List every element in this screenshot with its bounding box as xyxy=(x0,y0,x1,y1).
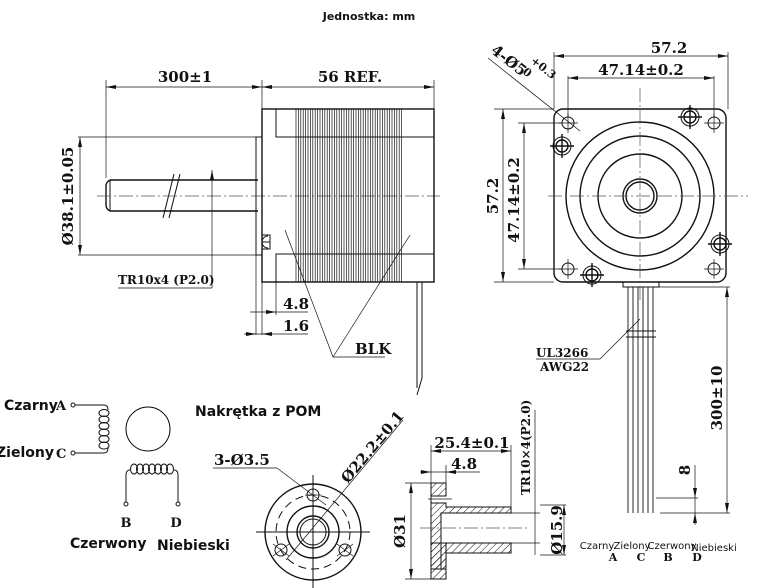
nut-hole xyxy=(336,543,354,557)
wire-letter: A xyxy=(608,551,618,564)
terminal-b xyxy=(123,501,129,507)
cable-type-line1: UL3266 xyxy=(536,346,588,360)
dim-1-6: 1.6 xyxy=(283,317,309,335)
schematic-letter-b: B xyxy=(121,516,132,531)
pom-nut: Nakrętka z POM 3-Ø3.5 Ø22.2±0.1 xyxy=(195,400,566,588)
coil-loop xyxy=(98,428,110,437)
wire-letter: D xyxy=(692,551,702,564)
coil-loop xyxy=(166,463,174,475)
nut-holes-label: 3-Ø3.5 xyxy=(214,451,270,469)
width-label: 57.2 xyxy=(651,39,688,57)
terminal-d xyxy=(175,501,181,507)
nut-flange-label: 4.8 xyxy=(451,455,477,473)
nut-pcd-label: Ø22.2±0.1 xyxy=(337,407,408,486)
screw-head xyxy=(550,134,574,158)
wiring-schematic: Czarny A Zielony C B D Czerwony Niebiesk… xyxy=(0,398,230,554)
shaft-length-dimension: 300±1 xyxy=(105,68,262,178)
wire-exit xyxy=(416,282,423,396)
coil-loop xyxy=(98,435,110,443)
coil-loop xyxy=(98,422,110,430)
wire-color-label: Czerwony xyxy=(647,541,696,552)
schematic-color-c: Zielony xyxy=(0,445,54,461)
blk-leader: BLK xyxy=(284,229,411,358)
terminal-a xyxy=(70,402,76,408)
wire-letter: C xyxy=(637,551,646,564)
lead-screw-shaft xyxy=(97,173,440,219)
nut-length-label: 25.4±0.1 xyxy=(434,434,509,452)
body-length-dimension: 56 REF. xyxy=(261,68,435,110)
schematic-color-a: Czarny xyxy=(4,398,58,414)
side-view: 300±1 56 REF. Ø38.1±0.05 xyxy=(59,68,440,396)
nut-title: Nakrętka z POM xyxy=(195,404,321,420)
wire-color-label: Niebieski xyxy=(691,543,736,554)
screw-head xyxy=(678,105,702,129)
diameter-dimension: Ø38.1±0.05 xyxy=(59,136,258,256)
cable-type-line2: AWG22 xyxy=(539,360,589,374)
coil-1 xyxy=(98,409,110,450)
blk-label: BLK xyxy=(355,340,392,358)
screw-head xyxy=(580,263,604,287)
diameter-label: Ø38.1±0.05 xyxy=(59,147,77,246)
lamination-lines xyxy=(295,109,402,282)
coil-loop xyxy=(98,409,110,417)
coil-2 xyxy=(130,463,174,475)
coil-loop xyxy=(98,415,110,424)
nut-thread-label: TR10×4(P2.0) xyxy=(519,400,533,495)
motor-body xyxy=(261,108,435,283)
screw-head xyxy=(708,232,732,256)
shaft-length-label: 300±1 xyxy=(158,68,212,86)
rotor-symbol xyxy=(125,406,171,452)
terminal-c xyxy=(70,450,76,456)
coil-loop xyxy=(130,463,138,475)
schematic-letter-c: C xyxy=(56,447,66,462)
mounting-hole xyxy=(704,259,724,279)
cable-length-label: 300±10 xyxy=(708,366,726,431)
coil-loop xyxy=(160,463,168,475)
coil-loop xyxy=(148,463,156,475)
hole-spacing-h-label: 47.14±0.2 xyxy=(598,61,684,79)
wire-letter: B xyxy=(663,551,672,564)
schematic-color-d: Niebieski xyxy=(157,538,230,554)
nut-body-dia-label: Ø15.9 xyxy=(548,505,566,555)
screws xyxy=(550,105,732,287)
wire-color-label: Zielony xyxy=(614,541,651,552)
nut-outer-dia-label: Ø31 xyxy=(391,514,409,548)
height-label: 57.2 xyxy=(484,178,502,215)
coil-loop xyxy=(136,463,144,475)
height-dimension: 57.2 47.14±0.2 xyxy=(484,108,562,283)
coil-loop xyxy=(154,463,162,475)
front-view: 4-Ø5 +0.3 0 57.2 47.14±0.2 57.2 xyxy=(484,39,748,300)
coil-loop xyxy=(142,463,150,475)
schematic-letter-d: D xyxy=(170,516,181,531)
schematic-letter-a: A xyxy=(55,399,67,414)
nut-section xyxy=(420,482,540,580)
units-title: Jednostka: mm xyxy=(322,10,416,23)
thread-leader: TR10x4 (P2.0) xyxy=(118,170,215,289)
wire-bundle xyxy=(627,287,654,513)
cable: UL3266 AWG22 300±10 8 Czarny Zielony Cze… xyxy=(536,281,737,564)
coil-loop xyxy=(98,441,110,450)
thread-label: TR10x4 (P2.0) xyxy=(118,273,215,287)
hole-spacing-v-label: 47.14±0.2 xyxy=(505,157,523,243)
width-dimension: 57.2 47.14±0.2 xyxy=(553,39,729,118)
nut-hole xyxy=(272,543,290,557)
flange-dimensions: 4.8 1.6 xyxy=(244,255,309,336)
strip-length-label: 8 xyxy=(676,465,694,475)
body-length-label: 56 REF. xyxy=(318,68,382,86)
dim-4-8: 4.8 xyxy=(283,295,309,313)
schematic-color-b: Czerwony xyxy=(70,536,146,552)
wire-color-label: Czarny xyxy=(580,541,615,552)
